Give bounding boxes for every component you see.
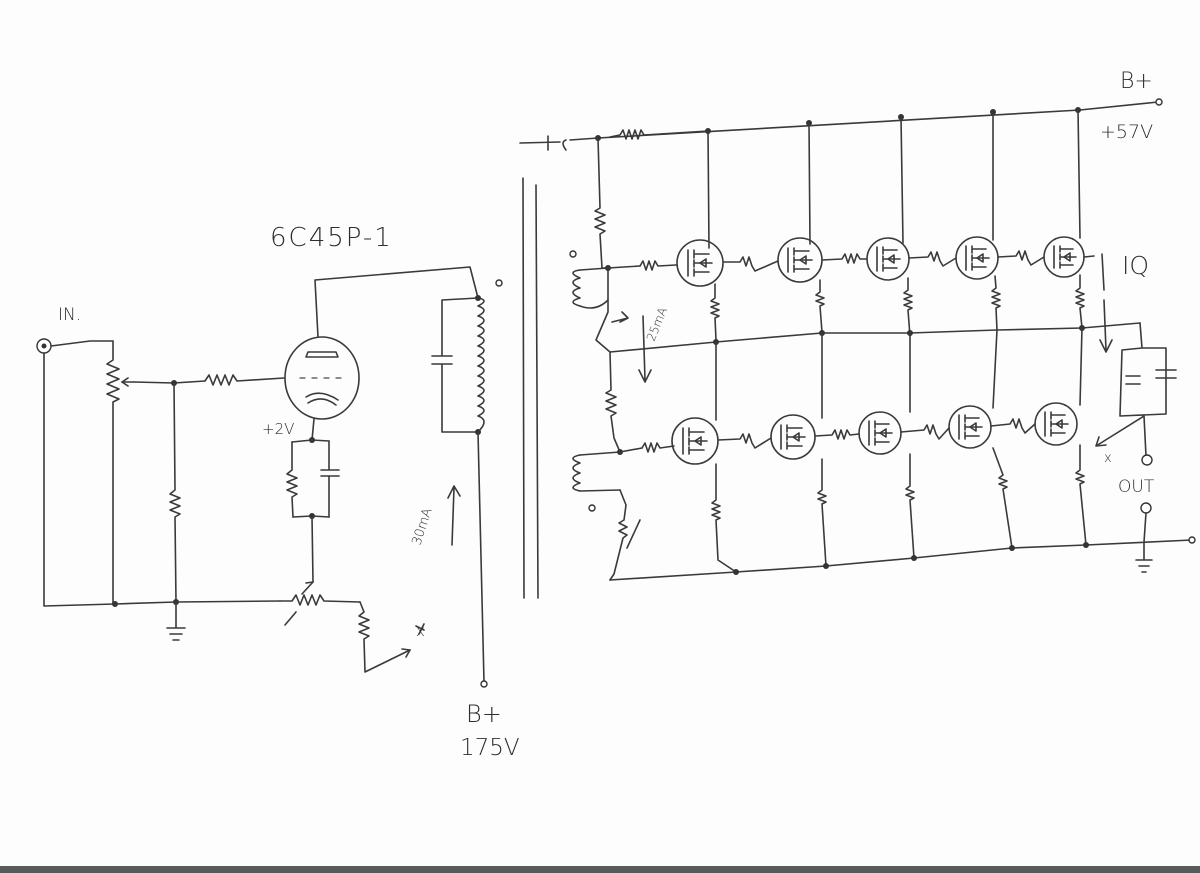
- nc-mark-right: x: [1104, 451, 1112, 466]
- mosfet-lower-3: [858, 411, 902, 455]
- output-trim-arrow: [1095, 415, 1145, 447]
- grid-leak-resistor: [169, 382, 181, 603]
- cathode-resistor: [286, 441, 298, 518]
- transformer-secondary-lower: [572, 451, 621, 512]
- bias-trimmer-lower: [609, 489, 641, 581]
- bias-trimmer-upper: [595, 299, 629, 353]
- input-label: IN.: [58, 305, 81, 325]
- bplus-lv-value: +57V: [1100, 121, 1153, 143]
- output-bus: [609, 322, 1141, 353]
- gate-chain-lower: [717, 418, 1036, 449]
- mosfet-lower-1: [671, 417, 719, 465]
- mosfet-lower-2: [770, 414, 816, 460]
- mosfet-upper-3: [866, 237, 910, 281]
- source-resistors-lower: [711, 444, 1087, 573]
- nc-mark-left: x: [416, 622, 425, 640]
- output-label: OUT: [1118, 477, 1155, 497]
- ground-bus-output: [609, 539, 1193, 581]
- cathode-voltage-label: +2V: [262, 420, 294, 438]
- bplus-hv-value: 175V: [460, 735, 520, 761]
- wire-ground-bus: [114, 600, 281, 605]
- wire-cathode: [311, 418, 315, 441]
- gate-resistor-upper-1: [639, 260, 677, 271]
- transformer-dot-primary: [495, 279, 503, 287]
- bplus-lv-label: B+: [1120, 69, 1153, 94]
- wire-grid: [133, 380, 206, 384]
- output-terminal-ground: [1140, 502, 1152, 514]
- gate-chain-upper: [723, 250, 1095, 272]
- ground-symbol-output: [1135, 541, 1153, 573]
- output-terminal-hot: [1141, 454, 1153, 466]
- transformer-core: [522, 177, 539, 599]
- mosfet-upper-2: [777, 237, 823, 283]
- iq-indicator: [1099, 253, 1113, 353]
- bias-current-arrow: [638, 315, 652, 383]
- wire-input: [50, 340, 114, 347]
- tube-current-arrow: [447, 485, 461, 546]
- output-filter: [1119, 322, 1177, 417]
- mosfet-upper-1: [676, 239, 724, 287]
- input-potentiometer: [106, 340, 120, 605]
- scanner-edge: [0, 866, 1200, 873]
- rail-input-stub: [519, 135, 599, 151]
- mosfet-lower-4: [948, 405, 992, 449]
- grid-stopper-resistor: [204, 374, 285, 386]
- feedback-potentiometer: [279, 594, 361, 606]
- drain-wires-upper: [707, 109, 1081, 249]
- transformer-primary-winding: [477, 297, 485, 433]
- bias-current-label: 25mA: [644, 305, 670, 343]
- rail-series-resistor: [609, 129, 709, 140]
- bias-resistor-lower: [605, 351, 621, 453]
- iq-label: IQ: [1122, 251, 1149, 280]
- bias-resistor-upper: [594, 137, 606, 269]
- cathode-bypass-capacitor: [320, 440, 340, 518]
- bplus-hv-label: B+: [466, 700, 502, 728]
- tube-current-label: 30mA: [410, 506, 436, 547]
- ground-symbol-input: [166, 601, 186, 641]
- wire-input-return: [43, 352, 116, 607]
- input-jack: [36, 338, 52, 354]
- output-bus-junctions: [713, 325, 1085, 345]
- wire-plate: [314, 266, 479, 338]
- mosfet-upper-5: [1043, 236, 1085, 278]
- gate-resistor-lower-1: [641, 442, 675, 453]
- ground-bus-junctions: [733, 542, 1089, 575]
- tube-6c45p: [284, 336, 360, 420]
- primary-shunt-capacitor: [431, 297, 479, 433]
- mosfet-upper-4: [955, 236, 999, 280]
- tube-label: 6C45P-1: [270, 223, 393, 253]
- source-resistors-upper: [710, 274, 1085, 341]
- wire-bplus-hv: [477, 431, 485, 683]
- drain-wires-lower: [715, 327, 1083, 421]
- mosfet-lower-5: [1034, 402, 1078, 446]
- feedback-resistor: [358, 601, 411, 673]
